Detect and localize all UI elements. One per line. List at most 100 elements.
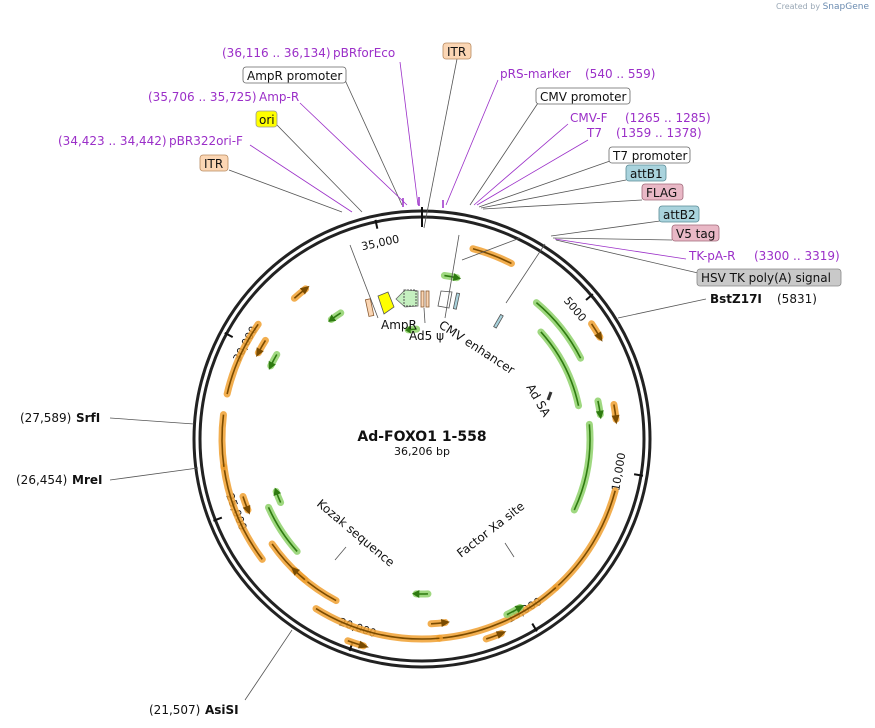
- leader-flag: [482, 199, 643, 210]
- attb2-box: [658, 205, 700, 223]
- hsv-box: [696, 268, 842, 287]
- hsv-label: HSV TK poly(A) signal: [701, 271, 831, 285]
- tick-1: [633, 473, 644, 477]
- leader-prs: [445, 79, 499, 206]
- tick-2: [531, 623, 538, 632]
- orf-arrow-head-12: [495, 631, 507, 639]
- feature-arc-5: [435, 584, 560, 642]
- itr-left-glyph: [364, 298, 375, 317]
- cmvf-range: (1265 .. 1285): [625, 111, 711, 125]
- tkpa-range: (3300 .. 3319): [754, 249, 840, 263]
- leader-bstz17i: [617, 298, 707, 319]
- feature-arc-line-10: [221, 414, 225, 467]
- cmv-promoter-label: CMV promoter: [540, 90, 627, 104]
- credit-prefix: Created by: [776, 2, 821, 11]
- factor-xa-inner-label: Factor Xa site: [454, 499, 527, 560]
- ad5-inner-label: Ad5 ψ: [409, 329, 444, 343]
- itr-top-glyph-b: [425, 290, 430, 308]
- orf-arrow-head-16: [273, 487, 282, 496]
- pbrforeco-range: (36,116 .. 36,134): [222, 46, 331, 60]
- asisi-name: AsiSI: [205, 703, 239, 717]
- leader-cmv-promoter: [469, 102, 539, 206]
- feature-arc-line-8: [267, 507, 298, 552]
- plasmid-length: 36,206 bp: [394, 445, 450, 458]
- leader-cmvf: [473, 123, 569, 206]
- leader-cmv-enh-inner-c: [505, 243, 546, 304]
- leader-srfi: [109, 417, 195, 425]
- orf-arrow-head-4: [405, 325, 411, 334]
- leader-cmv-enh-inner-b: [461, 237, 521, 261]
- leader-pbrforeco: [399, 61, 419, 206]
- ampr-inner-label: AmpR: [381, 318, 417, 332]
- leader-t7: [476, 139, 589, 206]
- leader-itr-left: [228, 169, 343, 213]
- feature-arc-line-4: [555, 490, 616, 589]
- plasmid-name: Ad-FOXO1 1-558: [357, 429, 486, 445]
- leader-v5: [552, 237, 673, 241]
- orf-arrow-head-8: [611, 414, 620, 425]
- feature-arc-line-0: [472, 247, 512, 265]
- snapgene-credit: Created by SnapGene: [776, 2, 869, 12]
- leader-lines: [109, 58, 707, 701]
- flag-label: FLAG: [646, 186, 677, 200]
- feature-arc-line-11: [226, 323, 259, 395]
- leader-asisi: [244, 629, 293, 701]
- orf-arrow-head-1: [328, 314, 337, 322]
- orf-arrow-head-0: [299, 285, 310, 295]
- leader-ori: [275, 123, 363, 213]
- snapgene-logo: SnapGene: [822, 2, 869, 12]
- orf-arrow-head-5: [452, 273, 462, 281]
- ori-glyph: [377, 291, 395, 315]
- kozak-inner-label: Kozak sequence: [314, 497, 397, 570]
- flag-box: [641, 183, 684, 201]
- tick-label-0: 5000: [561, 294, 589, 324]
- ad-sa-inner-label: Ad SA: [523, 382, 553, 420]
- leader-ad5-inner: [423, 307, 426, 324]
- primer-labels: (36,116 .. 36,134) pBRforEco pRS-marker …: [58, 46, 840, 263]
- cmv-enhancer-inner-label: CMV enhancer: [436, 318, 517, 377]
- leader-factorxa: [504, 542, 515, 558]
- orf-arrow-head-15: [242, 504, 251, 515]
- attb1-box: [625, 164, 667, 182]
- v5-label: V5 tag: [676, 227, 715, 241]
- t7-name: T7: [586, 126, 602, 140]
- ad-sa-marker: [546, 391, 553, 401]
- leader-itr-top: [423, 58, 458, 229]
- v5-box: [671, 224, 720, 242]
- attb1-label: attB1: [630, 167, 663, 181]
- itr-left-box: [199, 154, 229, 172]
- t7-range: (1359 .. 1378): [616, 126, 702, 140]
- leader-mrei: [109, 467, 199, 481]
- tick-5: [224, 331, 234, 338]
- pbr322-range: (34,423 .. 34,442): [58, 134, 167, 148]
- ori-label: ori: [259, 113, 275, 127]
- leader-ampr-promoter: [344, 79, 403, 206]
- feature-arc-line-3: [573, 424, 591, 511]
- tick-4: [213, 516, 223, 522]
- feature-arcs: [218, 245, 619, 643]
- bstz17i-pos: (5831): [777, 292, 817, 306]
- prs-name: pRS-marker: [500, 67, 571, 81]
- t7-promoter-label: T7 promoter: [612, 149, 688, 163]
- top-features: [364, 289, 553, 401]
- ad-sa-glyph: [493, 313, 504, 329]
- itr-top-glyph-a: [420, 290, 425, 308]
- bstz17i-name: BstZ17I: [710, 292, 762, 306]
- ori-box: [255, 110, 278, 128]
- leader-attb2: [550, 220, 661, 237]
- pbrforeco-name: pBRforEco: [333, 46, 395, 60]
- orf-arrow-head-6: [594, 331, 603, 342]
- mrei-pos: (26,454): [16, 473, 67, 487]
- tick-0: [585, 293, 594, 301]
- orf-arrow-head-9: [514, 604, 525, 614]
- tick-6: [374, 219, 379, 229]
- tick-label-6: 35,000: [360, 233, 400, 254]
- orf-arrow-head-10: [440, 619, 450, 627]
- leader-t7-promoter: [478, 160, 611, 208]
- feature-arc-line-6: [315, 607, 440, 640]
- leader-kozak: [334, 546, 347, 561]
- cmv-promoter-glyph: [452, 292, 461, 310]
- cmv-enhancer-glyph: [437, 290, 453, 309]
- leader-pbr322: [249, 144, 353, 213]
